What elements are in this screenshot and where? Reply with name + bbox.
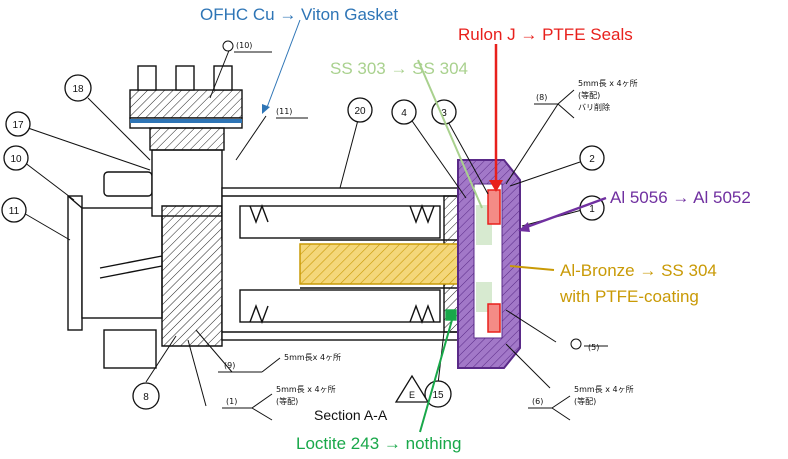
left-cap-outer: [67, 195, 83, 331]
note-6-line1: 5mm長 x 4ヶ所: [574, 384, 634, 394]
callout-15: [424, 380, 452, 408]
ref-dot-5: [570, 338, 582, 350]
ref-dot-10: [222, 40, 234, 52]
section-label: Section A-A: [314, 407, 388, 423]
note-6-line2: (等配): [574, 396, 596, 406]
callout-8-text: 8: [143, 392, 149, 403]
callout-20: [347, 97, 373, 123]
callout-4: [391, 99, 417, 125]
triangle-mark: [394, 374, 430, 403]
callout-15-text: 15: [432, 390, 444, 401]
left-cap-body: [81, 207, 163, 319]
seals-red: [487, 189, 501, 333]
note-11: (11): [276, 107, 292, 116]
label-albronze-line2: with PTFE-coating: [559, 287, 699, 306]
callout-2-text: 2: [589, 154, 595, 165]
note-8-line2: (等配): [578, 90, 600, 100]
label-al5056-al5052: Al 5056 → Al 5052: [610, 188, 751, 207]
note-1: (1): [226, 397, 237, 406]
callout-1-text: 1: [589, 204, 595, 215]
note-5: (5): [588, 343, 599, 352]
note-1-line2: (等配): [276, 396, 298, 406]
label-albronze-line1: Al-Bronze → SS 304: [560, 261, 717, 280]
note-8: (8): [536, 93, 547, 102]
callout-10: [3, 145, 29, 171]
note-10: (10): [236, 41, 252, 50]
callout-11-text: 11: [9, 206, 20, 217]
note-6: (6): [532, 397, 543, 406]
callout-10-text: 10: [10, 154, 22, 165]
callout-11: [1, 197, 27, 223]
note-8-line3: バリ削除: [578, 102, 610, 112]
callout-18: [64, 74, 92, 102]
label-ss303-ss304: SS 303 → SS 304: [330, 59, 468, 78]
callout-8: [132, 382, 160, 410]
leaders: [21, 47, 608, 421]
callout-4-text: 4: [401, 108, 407, 119]
label-loctite: Loctite 243 → nothing: [296, 434, 461, 453]
note-9: (9): [224, 361, 235, 370]
label-rulon-ptfe: Rulon J → PTFE Seals: [458, 25, 633, 44]
note-9-line1: 5mm長x 4ヶ所: [284, 352, 341, 362]
annotation-arrows: [262, 19, 607, 433]
triangle-mark-text: E: [409, 390, 415, 400]
label-cu-viton: OFHC Cu → Viton Gasket: [200, 5, 398, 24]
callout-20-text: 20: [354, 106, 366, 117]
callout-18-text: 18: [72, 84, 84, 95]
note-1-line1: 5mm長 x 4ヶ所: [276, 384, 336, 394]
callout-17: [5, 111, 31, 137]
callout-2: [579, 145, 605, 171]
note-8-line1: 5mm長 x 4ヶ所: [578, 78, 638, 88]
callout-3-text: 3: [441, 108, 447, 119]
callout-17-text: 17: [12, 120, 24, 131]
